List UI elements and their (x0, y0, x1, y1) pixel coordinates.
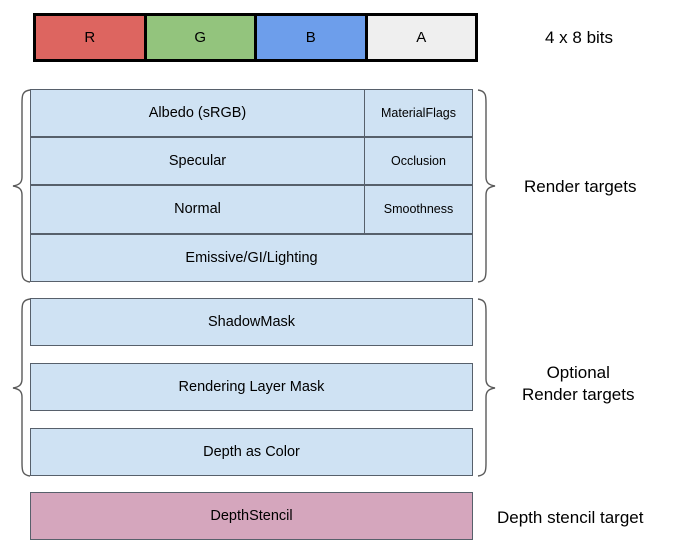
left-brace-render-targets (12, 89, 31, 283)
render-target-main-label: Albedo (sRGB) (148, 105, 247, 122)
render-target-row: Specular Occlusion (30, 137, 473, 186)
channel-label-a: A (416, 29, 427, 46)
render-target-main-specular: Specular (30, 137, 365, 186)
render-target-sub-materialflags: MaterialFlags (365, 89, 473, 138)
optional-box-shadowmask: ShadowMask (30, 298, 473, 346)
optional-box-rendering-layer-mask: Rendering Layer Mask (30, 363, 473, 411)
rgba-channel-bar: R G B A (33, 13, 478, 62)
optional-box-label: Depth as Color (203, 444, 300, 460)
render-targets-group: Albedo (sRGB) MaterialFlags Specular Occ… (30, 89, 473, 282)
render-target-main-albedo: Albedo (sRGB) (30, 89, 365, 138)
channel-cell-b: B (257, 16, 368, 59)
channel-cell-g: G (146, 16, 257, 59)
channel-label-b: B (305, 29, 316, 46)
channel-cell-r: R (36, 16, 147, 59)
render-target-main-label: Specular (168, 153, 227, 170)
depth-stencil-box: DepthStencil (30, 492, 473, 540)
render-target-sub-label: Occlusion (391, 154, 446, 169)
render-target-sub-occlusion: Occlusion (365, 137, 473, 186)
render-target-main-normal: Normal (30, 185, 365, 234)
render-target-emissive-gi-lighting: Emissive/GI/Lighting (30, 233, 473, 282)
right-brace-render-targets (477, 89, 496, 283)
channel-label-g: G (194, 29, 207, 46)
render-target-row: Albedo (sRGB) MaterialFlags (30, 89, 473, 138)
right-brace-optional-render-targets (477, 298, 496, 477)
channel-bar-side-label: 4 x 8 bits (545, 28, 614, 47)
depth-stencil-side-label: Depth stencil target (497, 508, 644, 527)
render-target-full-label: Emissive/GI/Lighting (185, 249, 318, 266)
optional-box-label: Rendering Layer Mask (178, 379, 325, 395)
optional-box-depth-as-color: Depth as Color (30, 428, 473, 476)
render-target-row: Emissive/GI/Lighting (30, 233, 473, 282)
channel-cell-a: A (367, 16, 475, 59)
render-target-sub-smoothness: Smoothness (365, 185, 473, 234)
optional-box-label: ShadowMask (207, 314, 296, 330)
channel-label-r: R (84, 29, 96, 46)
render-target-sub-label: Smoothness (383, 202, 454, 217)
render-target-sub-label: MaterialFlags (380, 106, 457, 121)
optional-render-targets-side-label: Optional Render targets (522, 363, 635, 404)
render-target-main-label: Normal (174, 201, 221, 218)
render-target-row: Normal Smoothness (30, 185, 473, 234)
render-targets-side-label: Render targets (524, 177, 637, 196)
depth-stencil-box-label: DepthStencil (210, 508, 293, 524)
left-brace-optional-render-targets (12, 298, 31, 477)
